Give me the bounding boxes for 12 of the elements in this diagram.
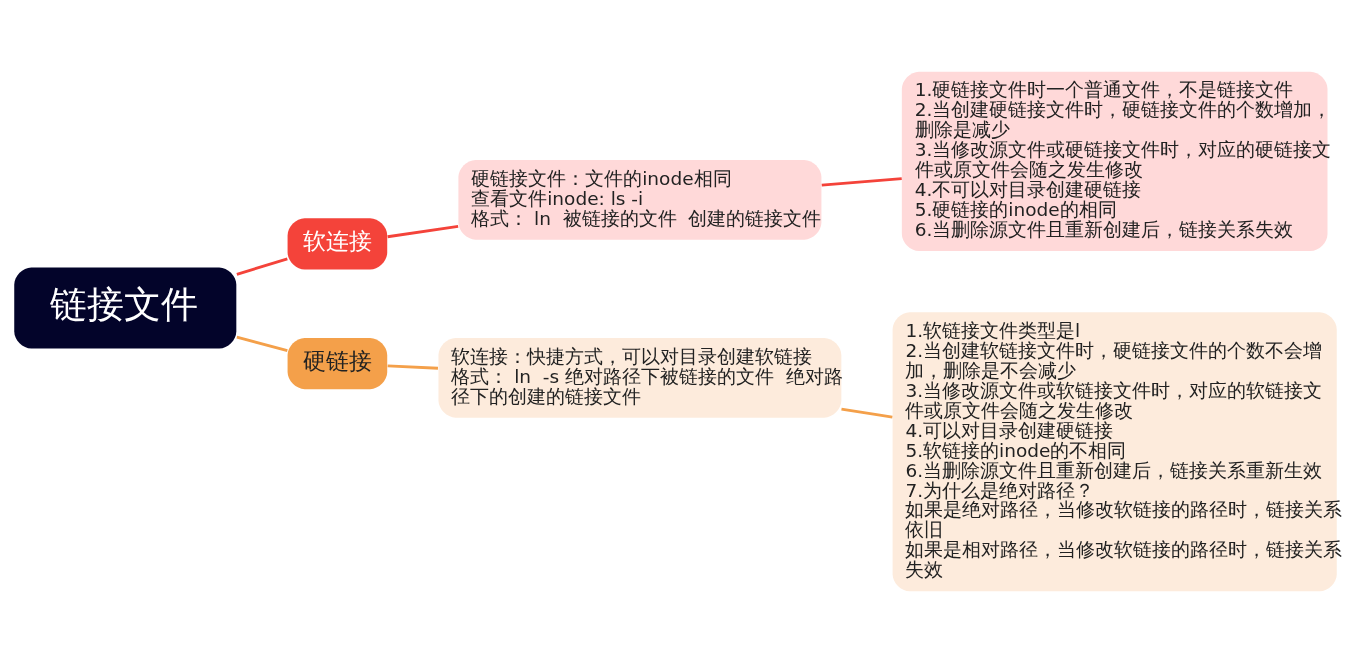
connector	[841, 407, 893, 419]
node-box: 1.硬链接文件时一个普通文件，不是链接文件 2.当创建硬链接文件时，硬链接文件的个数增加，删除是减少 3.当修改源文件或硬链接文件时，对应的硬链接文件或原文件会随之发生修改 4.不可以对目录创建硬链接 5.硬链接的inode的相同 6.当删除源文件且重新创建后，链接关系失效	[901, 71, 1328, 251]
node-box: 硬链接	[287, 337, 388, 389]
connector	[821, 176, 902, 187]
connector	[236, 256, 288, 276]
node-box: 软连接：快捷方式，可以对目录创建软链接 格式： ln -s 绝对路径下被链接的文件 绝对路径下的创建的链接文件	[438, 337, 842, 418]
connector	[387, 363, 439, 370]
node-box: 链接文件	[14, 266, 237, 349]
connector	[236, 335, 288, 352]
node-box: 软连接	[287, 217, 388, 270]
connector	[387, 224, 459, 238]
node-box: 硬链接文件：文件的inode相同 查看文件inode: ls -i 格式： ln 被链接的文件 创建的链接文件	[458, 159, 822, 240]
